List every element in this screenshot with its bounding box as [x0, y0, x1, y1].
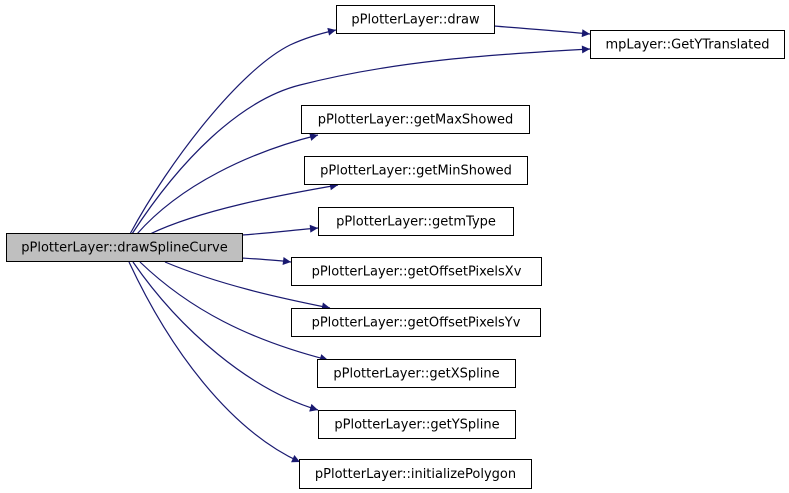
node-getminshowed[interactable]: pPlotterLayer::getMinShowed	[304, 156, 528, 185]
edge-draw-to-gyt	[493, 25, 591, 38]
edge-line	[241, 257, 292, 265]
node-box	[318, 207, 514, 236]
node-box	[6, 233, 243, 262]
node-label: pPlotterLayer::getOffsetPixelsXv	[312, 265, 522, 280]
edge-line	[131, 45, 591, 235]
node-box	[291, 308, 541, 337]
nodes-layer: pPlotterLayer::drawSplineCurve pPlotterL…	[6, 5, 785, 489]
edge-root-to-gys	[132, 261, 319, 412]
node-label: pPlotterLayer::getOffsetPixelsYv	[312, 316, 521, 331]
node-label: pPlotterLayer::getMaxShowed	[318, 113, 514, 128]
node-label: pPlotterLayer::drawSplineCurve	[21, 241, 227, 256]
node-box	[317, 359, 516, 388]
node-box	[291, 257, 542, 286]
node-getyspline[interactable]: pPlotterLayer::getYSpline	[318, 410, 516, 439]
edge-root-to-ipoly	[128, 261, 301, 463]
edge-line	[128, 261, 301, 463]
edge-root-to-draw	[129, 27, 337, 235]
node-drawsplinecurve[interactable]: pPlotterLayer::drawSplineCurve	[6, 233, 243, 262]
node-draw[interactable]: pPlotterLayer::draw	[336, 5, 495, 34]
node-getmtype[interactable]: pPlotterLayer::getmType	[318, 207, 514, 236]
edge-line	[129, 27, 337, 235]
node-getoffsetpixelsxv[interactable]: pPlotterLayer::getOffsetPixelsXv	[291, 257, 542, 286]
node-box	[590, 30, 785, 59]
edge-root-to-gtype	[241, 224, 319, 236]
edge-line	[493, 25, 591, 38]
node-getmaxshowed[interactable]: pPlotterLayer::getMaxShowed	[301, 105, 530, 134]
node-label: pPlotterLayer::draw	[351, 13, 480, 28]
node-box	[336, 5, 495, 34]
node-getxspline[interactable]: pPlotterLayer::getXSpline	[317, 359, 516, 388]
node-label: pPlotterLayer::getXSpline	[333, 367, 499, 382]
node-getytranslated[interactable]: mpLayer::GetYTranslated	[590, 30, 785, 59]
edge-line	[164, 261, 331, 311]
node-label: pPlotterLayer::initializePolygon	[315, 467, 516, 482]
node-box	[304, 156, 528, 185]
node-label: mpLayer::GetYTranslated	[605, 38, 769, 53]
edge-line	[139, 261, 329, 362]
edges-layer	[128, 25, 591, 463]
edge-root-to-gyt	[131, 45, 591, 235]
edge-line	[149, 182, 339, 235]
node-initializepolygon[interactable]: pPlotterLayer::initializePolygon	[299, 459, 532, 489]
edge-line	[241, 224, 319, 236]
node-getoffsetpixelsyv[interactable]: pPlotterLayer::getOffsetPixelsYv	[291, 308, 541, 337]
edge-root-to-goyv	[164, 261, 331, 311]
edge-root-to-gmax	[136, 133, 319, 235]
node-box	[299, 459, 532, 489]
node-box	[301, 105, 530, 134]
node-label: pPlotterLayer::getmType	[336, 215, 496, 230]
edge-root-to-gmin	[149, 182, 339, 235]
edge-line	[132, 261, 319, 412]
edge-root-to-goxv	[241, 257, 292, 265]
node-label: pPlotterLayer::getYSpline	[334, 418, 499, 433]
edge-line	[136, 133, 319, 235]
node-label: pPlotterLayer::getMinShowed	[320, 164, 512, 179]
node-box	[318, 410, 516, 439]
edge-root-to-gxs	[139, 261, 329, 362]
